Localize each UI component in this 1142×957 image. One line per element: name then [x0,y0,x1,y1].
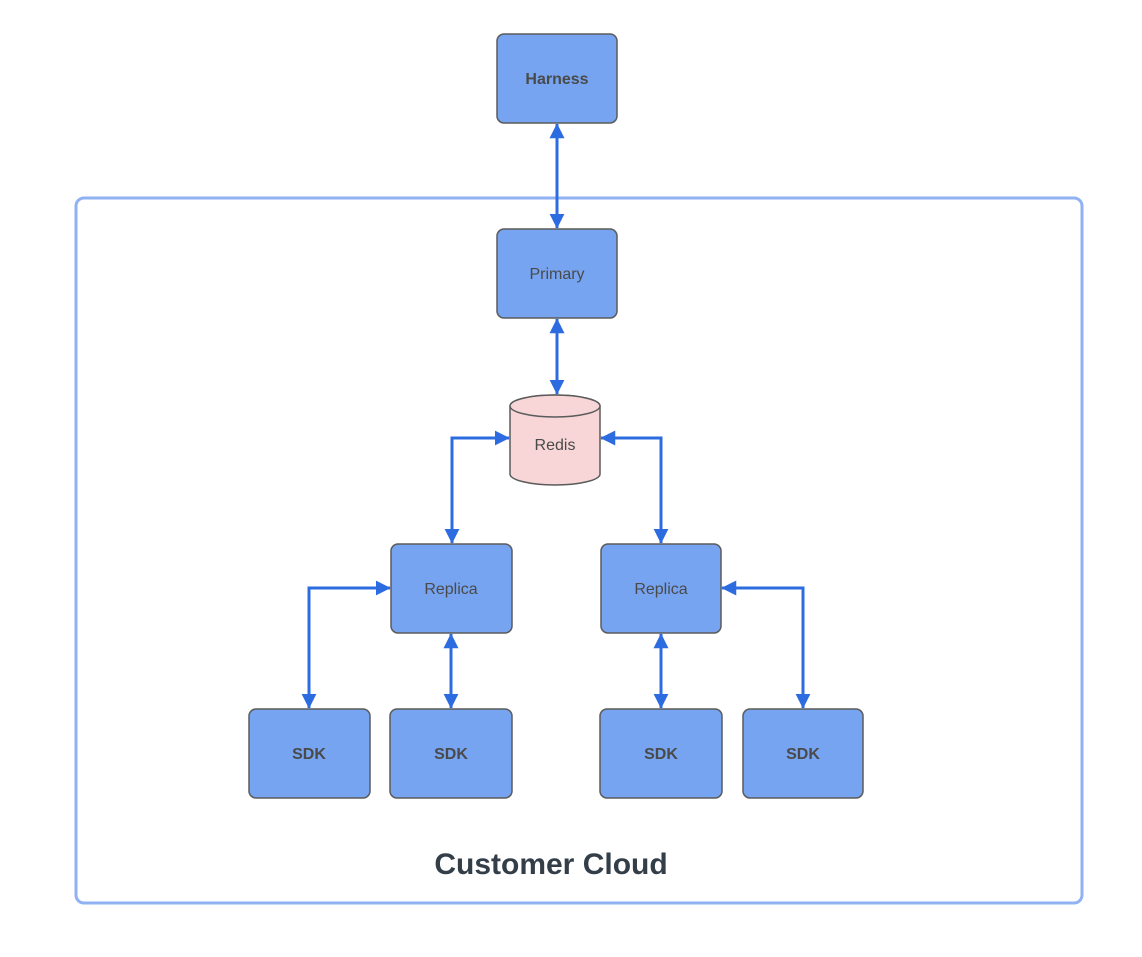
sdk-outer-left-label: SDK [292,746,326,763]
sdk-inner-left-label: SDK [434,746,468,763]
redis-cylinder-top [509,394,601,418]
customer-cloud-label: Customer Cloud [434,848,667,881]
edge-replica-right-sdk-outer-right [721,580,811,709]
replica-right-label: Replica [634,581,687,598]
sdk-outer-right-node [742,708,864,799]
customer-cloud-boundary [74,196,1084,905]
primary-label: Primary [529,266,584,283]
sdk-outer-right-label: SDK [786,746,820,763]
harness-node [496,33,618,124]
replica-right-node [600,543,722,634]
sdk-inner-right-label: SDK [644,746,678,763]
sdk-inner-right-node [599,708,723,799]
redis-label: Redis [535,437,576,454]
nodes: Harness Primary Redis Replica Replica SD… [248,33,864,799]
primary-node [496,228,618,319]
sdk-inner-left-node [389,708,513,799]
edge-redis-replica-right [600,430,669,544]
redis-node: Redis [509,394,601,486]
connectors [301,123,811,709]
edge-replica-left-sdk-outer-left [301,580,391,709]
replica-left-label: Replica [424,581,477,598]
harness-label: Harness [525,71,588,88]
sdk-outer-left-node [248,708,371,799]
replica-left-node [390,543,513,634]
edge-redis-replica-left [444,430,510,544]
